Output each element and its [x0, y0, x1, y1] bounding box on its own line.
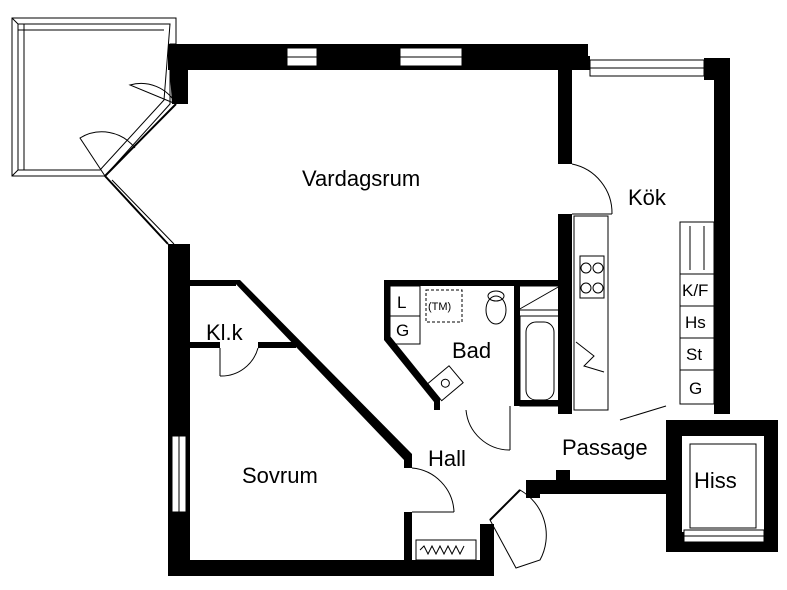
fixture-label-hs: Hs	[685, 313, 706, 332]
room-label-kok: Kök	[628, 185, 667, 210]
fixture-label-kf: K/F	[682, 281, 708, 300]
balcony	[11, 17, 177, 177]
fixture-label-l: L	[397, 293, 406, 312]
fixture-label-tm: (TM)	[428, 301, 451, 313]
bathroom-fixtures	[389, 285, 561, 407]
fixture-label-st: St	[686, 345, 702, 364]
room-label-hall: Hall	[428, 446, 466, 471]
room-label-vardagsrum: Vardagsrum	[302, 166, 420, 191]
room-label-sovrum: Sovrum	[242, 463, 318, 488]
doors	[79, 82, 667, 569]
room-label-passage: Passage	[562, 435, 648, 460]
elevator-shaft	[666, 420, 778, 552]
hall-radiator	[415, 539, 477, 561]
fixture-label-g-bath: G	[396, 321, 409, 340]
fixture-label-g-kitchen: G	[689, 379, 702, 398]
room-label-hiss: Hiss	[694, 468, 737, 493]
room-label-bad: Bad	[452, 338, 491, 363]
kitchen-fixtures	[573, 215, 715, 411]
windows	[171, 47, 705, 513]
room-label-klk: Kl.k	[206, 320, 244, 345]
